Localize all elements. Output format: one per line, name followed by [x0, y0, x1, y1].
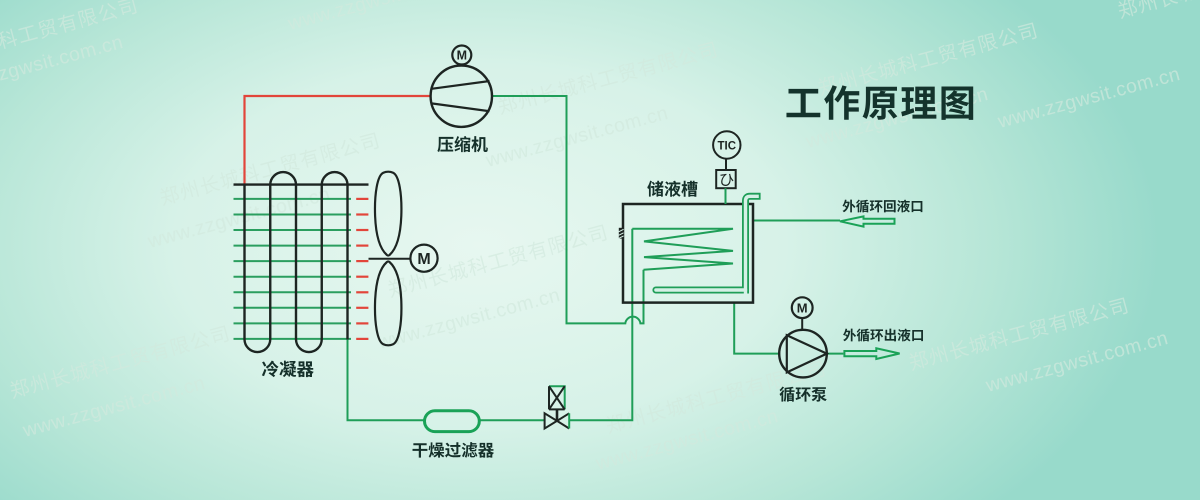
- svg-text:TIC: TIC: [718, 141, 737, 153]
- svg-text:M: M: [417, 251, 430, 268]
- svg-text:M: M: [797, 300, 808, 315]
- svg-text:M: M: [457, 48, 467, 62]
